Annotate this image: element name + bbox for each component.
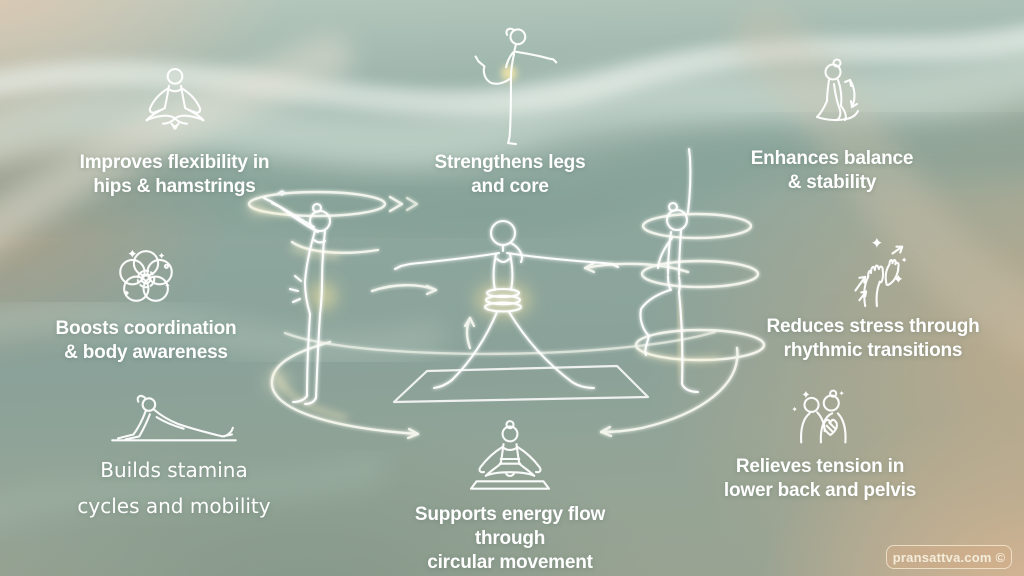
sparkle-icon — [277, 190, 287, 196]
benefit-label: Strengthens legs and core — [434, 152, 586, 197]
tree-pose-figure — [639, 147, 700, 394]
sparkle-icon — [872, 237, 907, 283]
benefit-balance: Enhances balance & stability — [712, 56, 952, 195]
ring-glow-segments — [249, 204, 721, 421]
sparkle-icon — [792, 390, 844, 412]
benefit-label: Boosts coordination & body awareness — [55, 318, 237, 363]
seated-meditation-icon — [458, 420, 562, 498]
standing-backbend-figure — [262, 196, 332, 406]
benefit-tension: Relieves tension in lower back and pelvi… — [700, 388, 940, 503]
kneeling-pose-icon — [789, 56, 875, 142]
leg-raise-icon — [462, 24, 558, 146]
up-arrow-icon — [855, 277, 865, 291]
watermark-badge: pransattva.com © — [886, 545, 1012, 569]
benefit-stress: Reduces stress through rhythmic transiti… — [753, 234, 993, 363]
hands-release-icon — [835, 237, 907, 310]
benefit-label: Enhances balance & stability — [750, 148, 914, 193]
up-arrow-icon — [859, 291, 866, 300]
up-arrow-icon — [892, 247, 902, 254]
yoga-mat — [392, 364, 650, 404]
benefit-label: Relieves tension in lower back and pelvi… — [723, 456, 917, 501]
benefit-energy-flow: Supports energy flow through circular mo… — [378, 420, 642, 575]
embrace-heart-icon — [792, 388, 859, 450]
chevron-icon — [388, 195, 404, 213]
benefit-coordination: Boosts coordination & body awareness — [26, 242, 266, 365]
benefit-label: Improves flexibility in hips & hamstring… — [79, 152, 270, 197]
benefit-label: Supports energy flow through circular mo… — [414, 504, 606, 573]
flower-icon — [110, 249, 182, 312]
benefit-stamina: Builds stamina cycles and mobility — [50, 392, 298, 524]
benefit-legs-core: Strengthens legs and core — [395, 24, 625, 199]
lotus-pose-icon — [132, 60, 218, 146]
benefit-flexibility: Improves flexibility in hips & hamstring… — [52, 60, 297, 199]
sphinx-stretch-icon — [104, 392, 244, 448]
watermark-text: pransattva.com © — [892, 549, 1006, 565]
benefit-label: Builds stamina cycles and mobility — [77, 458, 271, 518]
benefit-label: Reduces stress through rhythmic transiti… — [766, 316, 980, 361]
chevron-icon — [405, 196, 419, 212]
spiral-energy-rings — [247, 190, 766, 440]
warrior-pose-figure — [393, 219, 620, 390]
